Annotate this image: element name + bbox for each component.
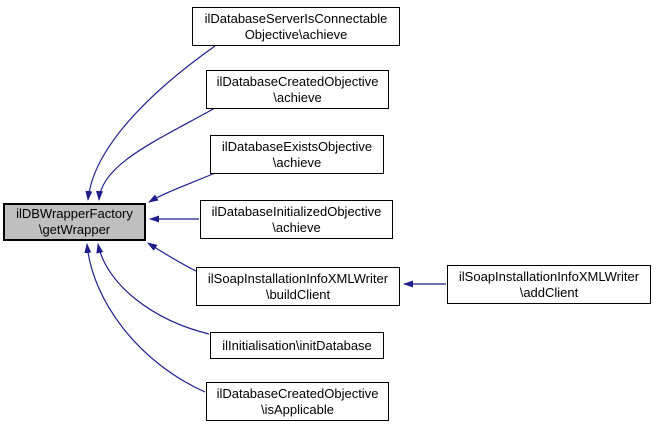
node-label-line1: ilDatabaseExistsObjective xyxy=(221,138,373,154)
node-label-line1: ilDatabaseCreatedObjective xyxy=(216,73,379,89)
node-label-line1: ilDatabaseInitializedObjective xyxy=(211,203,382,219)
node-label-line2: \achieve xyxy=(272,219,321,235)
node-ildatabasecreatedobjective-isapplicable[interactable]: ilDatabaseCreatedObjective \isApplicable xyxy=(206,382,389,421)
node-label-line2: \achieve xyxy=(272,154,322,170)
node-ilsoapinstallationinfoxmlwriter-buildclient[interactable]: ilSoapInstallationInfoXMLWriter \buildCl… xyxy=(196,267,400,306)
node-label-line1: ilDatabaseServerIsConnectable xyxy=(204,10,388,26)
node-label-line1: ilSoapInstallationInfoXMLWriter xyxy=(207,270,389,286)
node-label-line2: \achieve xyxy=(273,89,322,105)
node-label-line1: ilSoapInstallationInfoXMLWriter xyxy=(458,268,640,284)
edge-is-applicable-to-target xyxy=(84,243,206,393)
edge-server-connectable-to-target xyxy=(85,45,216,201)
edge-exists-achieve-to-target xyxy=(148,172,216,203)
node-ilinitialisation-initdatabase[interactable]: ilInitialisation\initDatabase xyxy=(210,332,384,359)
node-ildatabaseserverisconnectable-achieve[interactable]: ilDatabaseServerIsConnectable Objective\… xyxy=(192,7,400,46)
node-label-line2: \getWrapper xyxy=(38,222,111,237)
node-label-line1: ilDatabaseCreatedObjective xyxy=(216,385,379,401)
node-label-line2: \addClient xyxy=(519,284,579,300)
node-ildatabaseexistsobjective-achieve[interactable]: ilDatabaseExistsObjective \achieve xyxy=(210,135,384,174)
node-label-line2: \buildClient xyxy=(265,286,331,302)
edge-build-client-to-target xyxy=(147,242,197,272)
node-label-line2: Objective\achieve xyxy=(244,26,348,42)
edge-init-database-to-target xyxy=(96,243,210,335)
node-ilsoapinstallationinfoxmlwriter-addclient[interactable]: ilSoapInstallationInfoXMLWriter \addClie… xyxy=(447,265,651,304)
node-ildatabasecreatedobjective-achieve[interactable]: ilDatabaseCreatedObjective \achieve xyxy=(206,70,389,109)
node-ildbwrapperfactory-getwrapper: ilDBWrapperFactory \getWrapper xyxy=(3,203,146,241)
node-label-line1: ilDBWrapperFactory xyxy=(16,206,133,221)
node-ildatabaseinitializedobjective-achieve[interactable]: ilDatabaseInitializedObjective \achieve xyxy=(200,200,393,239)
node-label-line1: ilInitialisation\initDatabase xyxy=(222,337,372,353)
edge-created-achieve-to-target xyxy=(96,107,216,201)
node-label-line2: \isApplicable xyxy=(261,401,334,417)
